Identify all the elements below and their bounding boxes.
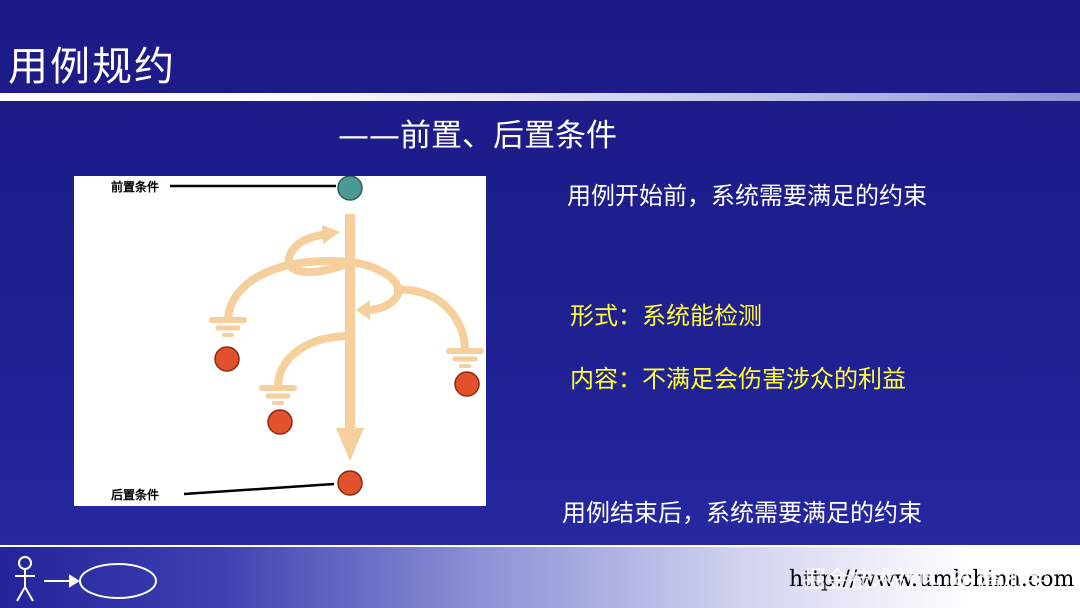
loop-back-path (284, 230, 352, 276)
main-flow-arrowhead (336, 428, 364, 461)
title-divider (0, 93, 1080, 101)
loop-forward-path (349, 258, 403, 314)
form-note: 形式：系统能检测 (570, 302, 762, 330)
right-exit-node (454, 371, 480, 397)
loop-forward-arrowhead (356, 300, 370, 320)
lower-exit-node (267, 409, 293, 435)
actor-icon (15, 556, 35, 602)
use-case-ellipse-icon (79, 563, 157, 599)
lower-branch-path (274, 332, 351, 387)
postcondition-label: 后置条件 (111, 487, 159, 502)
postcondition-connector (183, 482, 335, 496)
precondition-label: 前置条件 (111, 179, 159, 194)
flow-diagram-graphic: 前置条件 后置条件 (111, 176, 484, 502)
right-branch-path (393, 285, 469, 349)
slide-title: 用例规约 (8, 44, 176, 90)
content-note: 内容：不满足会伤害涉众的利益 (570, 365, 906, 393)
right-exit-ground (446, 348, 484, 368)
flow-diagram: 前置条件 后置条件 (74, 176, 486, 506)
loop-back-arrowhead (322, 225, 340, 244)
footer-divider (0, 545, 1080, 547)
lower-exit-ground (259, 385, 297, 405)
footer-watermark: 掘金技术社区 @ 潘加宇 (803, 567, 1048, 593)
arrow-icon (44, 574, 80, 588)
end-node (337, 470, 363, 496)
left-exit-node (214, 346, 240, 372)
footer-url: http://www.umlchina.com (789, 567, 1075, 592)
postcondition-description: 用例结束后，系统需要满足的约束 (562, 499, 922, 527)
left-exit-ground (209, 317, 247, 337)
start-node (337, 176, 363, 201)
slide-subtitle: ——前置、后置条件 (338, 118, 617, 154)
footer-logo (15, 556, 157, 602)
left-branch-path (224, 257, 351, 319)
footer-bar (0, 547, 1080, 608)
precondition-description: 用例开始前，系统需要满足的约束 (567, 182, 927, 210)
